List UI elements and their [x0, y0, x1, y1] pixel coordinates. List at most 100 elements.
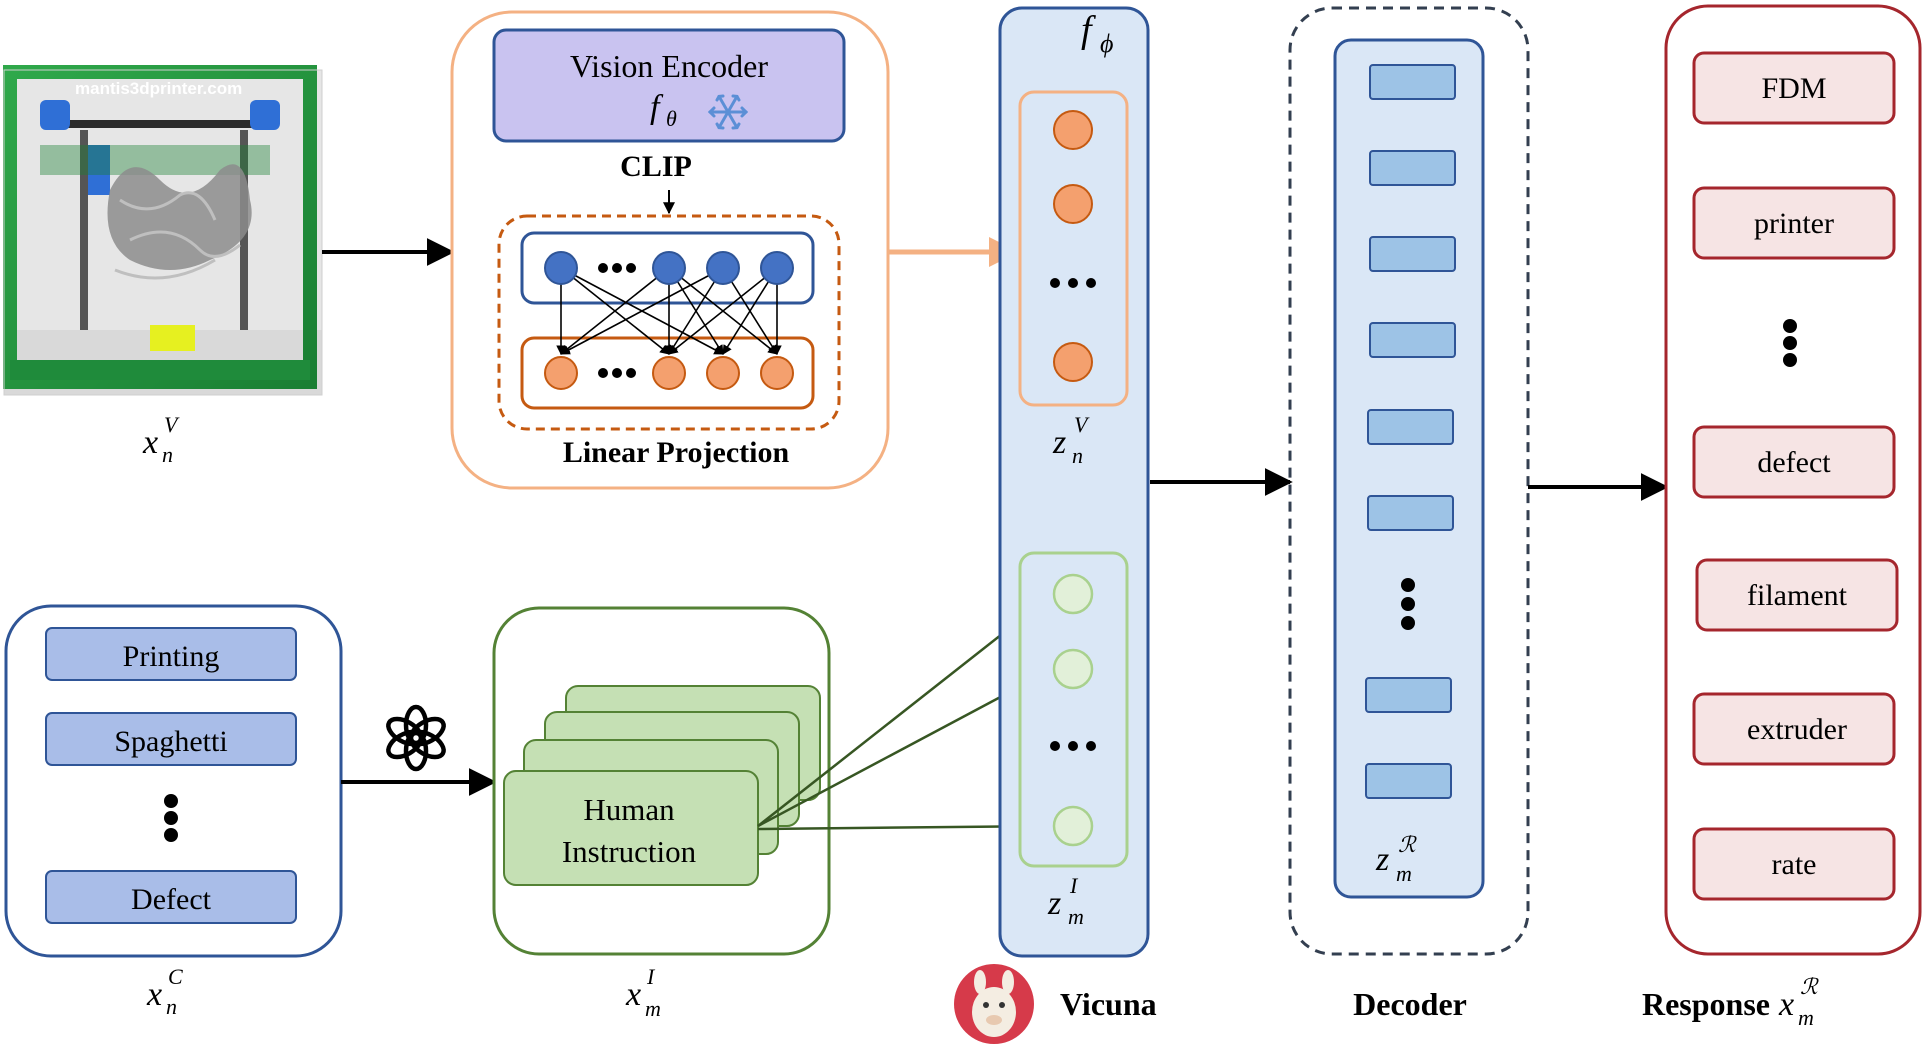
response-word-box — [1692, 692, 1896, 766]
instruction-token-symbol-sub: m — [1068, 904, 1084, 929]
instruction-token-frame — [1018, 551, 1129, 868]
category-vertical-ellipsis — [164, 794, 178, 842]
decoder-vertical-ellipsis — [1401, 578, 1415, 630]
projection-nodes — [544, 356, 794, 390]
llm-column — [998, 6, 1150, 958]
response-label: Response x m ℛ — [1642, 974, 1819, 1030]
printer-photo-caption: mantis3dprinter.com — [75, 79, 242, 98]
clip-label: CLIP — [620, 150, 692, 183]
category-symbol-sub: n — [166, 994, 177, 1019]
vision-encoder-title: Vision Encoder — [570, 48, 768, 84]
decoder-token-symbol-sub: m — [1396, 861, 1412, 886]
instruction-token — [1052, 805, 1094, 847]
vicuna-label: Vicuna — [1060, 986, 1157, 1022]
response-word-box — [1692, 186, 1896, 260]
instruction-symbol: x m I — [625, 964, 661, 1021]
printer-photo: mantis3dprinter.com — [3, 65, 323, 396]
linear-projection-label: Linear Projection — [563, 436, 790, 469]
instruction-line1: Human — [583, 792, 675, 827]
projection-node — [760, 356, 794, 390]
category-box-printing — [45, 627, 297, 681]
response-word-printer: printer — [1754, 207, 1834, 240]
response-word-box — [1695, 558, 1899, 632]
projection-node — [652, 356, 686, 390]
vision-encoder-fn-sub: θ — [666, 106, 677, 131]
category-box-defect — [45, 870, 297, 924]
instruction-token-symbol: z m I — [1047, 873, 1084, 929]
response-symbol-base: x — [1778, 986, 1794, 1023]
category-label-defect: Defect — [131, 883, 212, 916]
input-image-symbol-base: x — [142, 424, 158, 461]
visual-token-symbol-sub: n — [1072, 443, 1083, 468]
visual-token-frame — [1018, 90, 1129, 407]
instruction-symbol-sub: m — [645, 996, 661, 1021]
response-word-filament: filament — [1747, 579, 1848, 612]
response-vertical-ellipsis — [1783, 319, 1797, 367]
instruction-token — [1052, 573, 1094, 615]
decoder-label: Decoder — [1353, 986, 1467, 1022]
encoder-ellipsis — [598, 263, 636, 273]
encoder-nodes — [544, 251, 794, 285]
input-image-symbol-sup: V — [164, 412, 180, 437]
decoder-token — [1365, 763, 1452, 799]
encoder-node — [706, 251, 740, 285]
llama-icon — [954, 964, 1034, 1044]
decoder-container — [1288, 6, 1530, 956]
decoder-token — [1369, 322, 1456, 358]
decoder-token — [1369, 236, 1456, 272]
input-image-symbol: x n V — [142, 412, 180, 467]
instruction-token-symbol-sup: I — [1069, 873, 1079, 898]
encoder-node — [652, 251, 686, 285]
response-label-text: Response — [1642, 986, 1770, 1022]
instruction-symbol-base: x — [625, 976, 641, 1013]
decoder-token-symbol-sup: ℛ — [1398, 832, 1417, 857]
visual-token-symbol-sup: V — [1074, 412, 1090, 437]
instruction-token-ellipsis — [1050, 741, 1096, 751]
instruction-tokens — [1052, 573, 1094, 847]
llm-fn-sub: ϕ — [1100, 29, 1113, 58]
category-label-printing: Printing — [123, 640, 220, 673]
decoder-token — [1367, 495, 1454, 531]
decoder-token-symbol-base: z — [1375, 841, 1389, 878]
decoder-token — [1367, 409, 1454, 445]
instruction-token-symbol-base: z — [1047, 885, 1061, 922]
openai-logo-icon — [386, 704, 446, 772]
visual-token — [1053, 342, 1093, 382]
category-symbol: x n C — [146, 964, 183, 1019]
decoder-tokens — [1365, 64, 1456, 799]
response-word-box — [1692, 425, 1896, 499]
visual-token — [1053, 110, 1093, 150]
category-symbol-base: x — [146, 976, 162, 1013]
encoder-node — [760, 251, 794, 285]
projection-node — [706, 356, 740, 390]
decoder-token — [1365, 677, 1452, 713]
response-word-rate: rate — [1772, 848, 1817, 881]
visual-token — [1053, 184, 1093, 224]
response-symbol-sub: m — [1798, 1005, 1814, 1030]
category-label-spaghetti: Spaghetti — [114, 725, 227, 758]
response-word-extruder: extruder — [1747, 713, 1847, 746]
decoder-token — [1369, 150, 1456, 186]
category-box-spaghetti — [45, 712, 297, 766]
snowflake-icon — [707, 94, 749, 130]
visual-token-symbol-base: z — [1052, 424, 1066, 461]
category-symbol-sup: C — [168, 964, 183, 989]
encoder-node — [544, 251, 578, 285]
response-word-fdm: FDM — [1761, 72, 1826, 105]
visual-token-ellipsis — [1050, 278, 1096, 288]
projection-dashed-frame — [497, 214, 841, 431]
visual-token-symbol: z n V — [1052, 412, 1090, 468]
response-symbol-sup: ℛ — [1800, 974, 1819, 999]
response-word-box — [1692, 827, 1896, 901]
instruction-token — [1052, 648, 1094, 690]
vision-encoder-box — [492, 28, 846, 143]
instruction-symbol-sup: I — [646, 964, 656, 989]
projection-node — [544, 356, 578, 390]
decoder-token — [1369, 64, 1456, 100]
instruction-line2: Instruction — [562, 834, 697, 869]
response-word-box — [1692, 51, 1896, 125]
response-word-defect: defect — [1757, 446, 1831, 479]
visual-tokens — [1053, 110, 1093, 382]
input-image-symbol-sub: n — [162, 442, 173, 467]
